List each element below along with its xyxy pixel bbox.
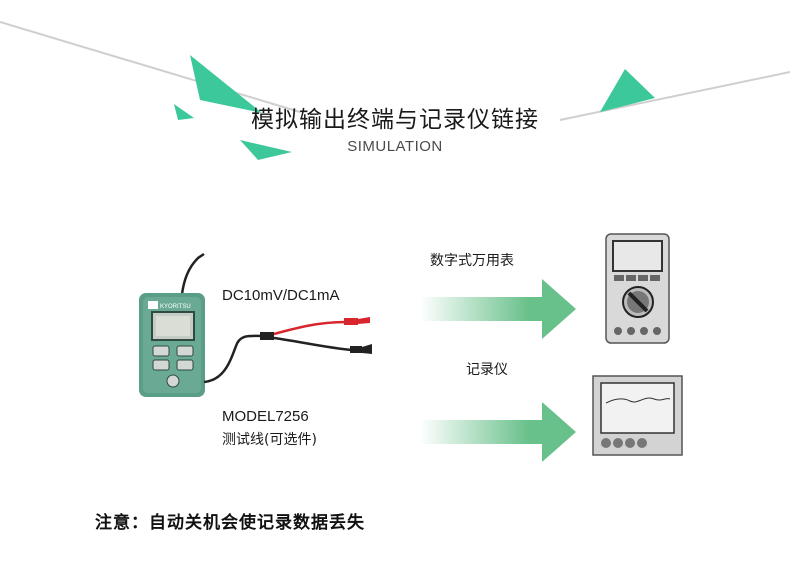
decor-triangle xyxy=(190,55,262,113)
arrow-to-multimeter xyxy=(420,279,576,339)
black-lead xyxy=(273,336,353,352)
multimeter-icon xyxy=(605,233,670,344)
recorder-icon xyxy=(592,375,683,456)
tester-output-cable xyxy=(203,334,263,384)
decor-triangle xyxy=(240,140,292,160)
decor-triangle xyxy=(174,104,194,120)
decor-line-left xyxy=(0,21,301,113)
multimeter-label: 数字式万用表 xyxy=(430,253,514,269)
tester-brand: KYORITSU xyxy=(160,304,191,310)
decor-line-right xyxy=(559,71,790,121)
decor-triangle xyxy=(600,69,655,112)
tester-top-cable xyxy=(180,252,205,295)
page-subtitle: SIMULATION xyxy=(347,138,443,155)
arrow-to-recorder xyxy=(420,402,576,462)
auto-power-off-notice: 注意：自动关机会使记录数据丢失 xyxy=(95,513,365,533)
red-lead xyxy=(273,320,347,336)
output-label: DC10mV/DC1mA xyxy=(222,287,340,304)
tester-illustration: KYORITSU xyxy=(139,252,372,397)
test-lead-label: 测试线(可选件) xyxy=(222,432,317,448)
model-label: MODEL7256 xyxy=(222,408,309,425)
page-title: 模拟输出终端与记录仪链接 xyxy=(251,107,539,133)
recorder-label: 记录仪 xyxy=(466,362,508,378)
